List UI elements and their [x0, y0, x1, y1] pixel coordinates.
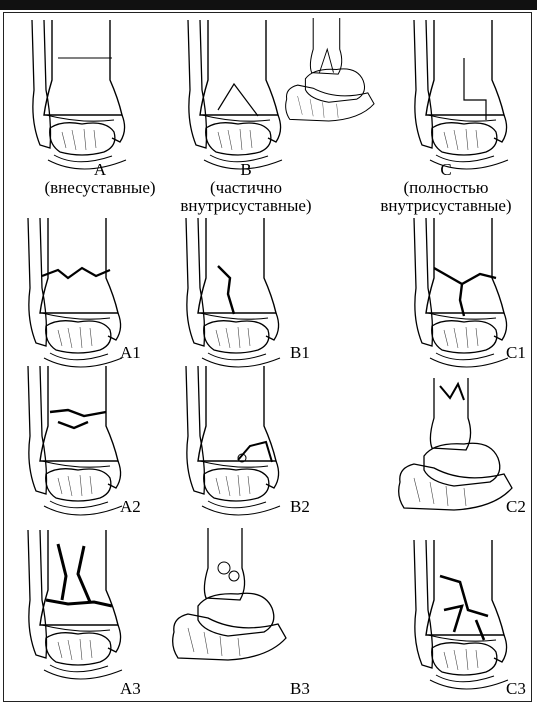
group-A-letter: A	[80, 160, 120, 179]
code-A3: A3	[120, 680, 141, 698]
illustration-B3	[173, 528, 286, 660]
illustration-A3	[28, 530, 122, 679]
illustration-B	[188, 20, 282, 169]
group-C-description-line1: (полностью	[386, 178, 506, 197]
code-B2: B2	[290, 498, 310, 516]
illustration-A1	[28, 218, 122, 367]
group-C-letter: C	[426, 160, 466, 179]
group-C-description-line2: внутрисуставные)	[360, 196, 532, 215]
illustration-C	[414, 20, 508, 169]
group-B-description-line1: (частично	[176, 178, 316, 197]
code-A2: A2	[120, 498, 141, 516]
code-B1: B1	[290, 344, 310, 362]
illustration-B-lateral	[286, 18, 374, 121]
illustration-A2	[28, 366, 122, 515]
group-B-description-line2: внутрисуставные)	[160, 196, 332, 215]
group-B-letter: B	[226, 160, 266, 179]
illustration-C2	[399, 378, 512, 510]
illustration-A	[32, 20, 126, 169]
code-C1: C1	[506, 344, 526, 362]
code-C3: C3	[506, 680, 526, 698]
illustration-B2	[186, 366, 280, 515]
illustration-C3	[414, 540, 508, 689]
group-A-description: (внесуставные)	[10, 178, 190, 197]
illustration-C1	[414, 218, 508, 367]
code-C2: C2	[506, 498, 526, 516]
code-B3: B3	[290, 680, 310, 698]
code-A1: A1	[120, 344, 141, 362]
illustration-B1	[186, 218, 280, 367]
